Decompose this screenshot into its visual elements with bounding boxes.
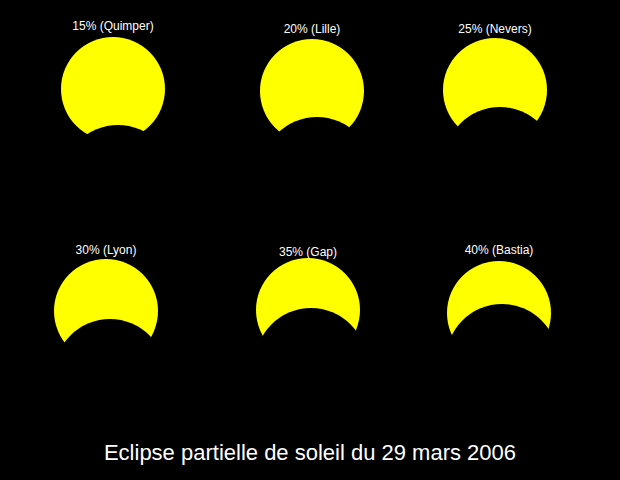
eclipse-sun: 30% (Lyon) — [41, 242, 171, 367]
moon — [446, 304, 558, 369]
moon — [54, 319, 166, 367]
eclipse-sun: 20% (Lille) — [247, 21, 377, 147]
city-label: 30% (Lyon) — [41, 242, 171, 258]
sun-disc — [247, 21, 377, 147]
moon — [261, 117, 373, 147]
sun-disc — [48, 18, 178, 145]
moon — [444, 107, 556, 146]
eclipse-sun: 25% (Nevers) — [430, 21, 560, 146]
city-label: 25% (Nevers) — [430, 21, 560, 37]
sun-disc — [243, 244, 373, 366]
city-label: 40% (Bastia) — [434, 242, 564, 258]
city-label: 15% (Quimper) — [48, 18, 178, 34]
moon — [255, 308, 367, 366]
city-label: 20% (Lille) — [247, 21, 377, 37]
eclipse-sun: 35% (Gap) — [243, 244, 373, 366]
sun-disc — [41, 242, 171, 367]
eclipse-sun: 40% (Bastia) — [434, 242, 564, 369]
caption: Eclipse partielle de soleil du 29 mars 2… — [0, 438, 620, 468]
city-label: 35% (Gap) — [243, 244, 373, 260]
sun-disc — [430, 21, 560, 146]
eclipse-sun: 15% (Quimper) — [48, 18, 178, 145]
moon — [62, 125, 174, 145]
sun-disc — [434, 242, 564, 369]
